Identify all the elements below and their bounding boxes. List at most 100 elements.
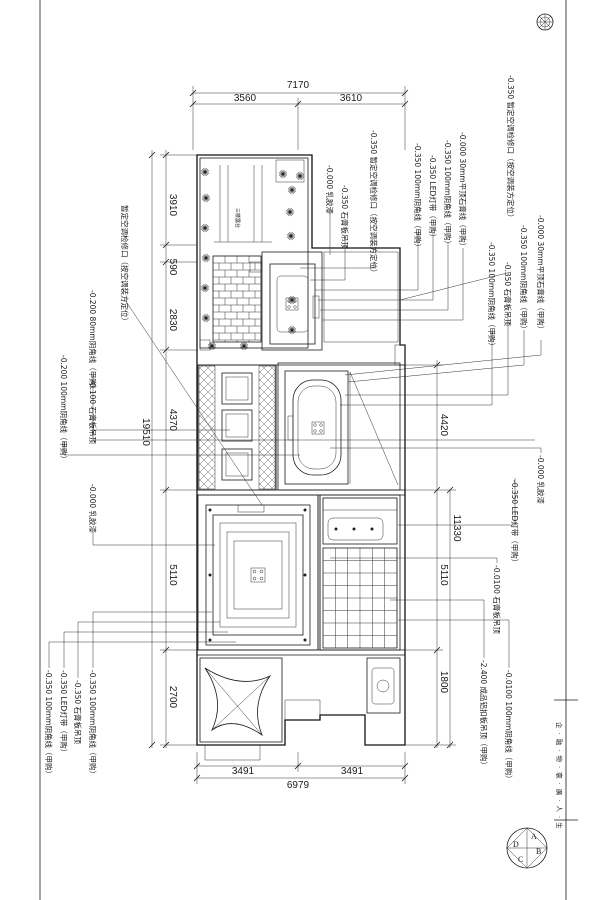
dim-left-4: 4370 <box>167 409 178 432</box>
dim-bottom-total: 6979 <box>287 780 310 791</box>
leader-line <box>315 233 419 291</box>
wall-stub <box>249 261 263 273</box>
oval-ceiling-frame <box>284 370 349 485</box>
plant-icon <box>287 185 297 195</box>
plant-icon <box>201 193 211 203</box>
annotation: -0.350 LED灯带（甲购） <box>510 480 520 566</box>
annotation: -0.350 石膏板吊顶 <box>340 185 350 250</box>
ceiling-frame-5 <box>233 540 283 610</box>
ceiling-frame-3 <box>219 522 297 628</box>
floor-plan: 三楼露台 <box>196 154 406 761</box>
dim-right-2: 5110 <box>438 564 449 586</box>
plant-icon <box>285 207 295 217</box>
terrace-area: 三楼露台 <box>199 157 309 351</box>
deck-strips <box>214 165 272 243</box>
leader-line <box>318 232 434 301</box>
annotation: -0.350 100mm阴角线（甲购） <box>413 143 423 251</box>
middle-right-room <box>277 362 401 491</box>
dim-left-1: 3910 <box>167 194 178 217</box>
vanity-ceiling-inner <box>327 517 384 541</box>
dim-left-5: 5110 <box>167 564 178 586</box>
ac-access-panel <box>312 295 320 319</box>
annotation: -0.0100 100mm阴角线（甲购） <box>504 670 514 783</box>
annotation: -0.350 LED灯带（甲购） <box>59 670 69 756</box>
plant-icon <box>287 295 297 305</box>
annotation: -0.350 100mm阴角线（甲购） <box>519 225 529 333</box>
annotation: -0.350 石膏板吊顶 <box>503 262 513 327</box>
dim-bottom-right: 3491 <box>341 766 364 777</box>
leader-line <box>320 243 449 311</box>
compass-letter-a: A <box>531 832 537 841</box>
dim-top-total: 7170 <box>287 80 310 91</box>
leader-line <box>300 262 375 269</box>
leader-line <box>347 330 525 383</box>
bottom-dimension-group: 3491 3491 6979 <box>193 752 409 791</box>
plant-icon <box>201 313 211 323</box>
plant-icon <box>287 325 297 335</box>
small-utility-room <box>366 657 401 714</box>
annotation: 暂定空调检修口（按空调装方定位） <box>120 205 130 325</box>
plant-icon <box>200 167 210 177</box>
left-dimension-group: 3910 590 2830 19510 4370 5110 2700 <box>140 150 197 749</box>
annotation: -0.350 100mm阴角线（甲购） <box>88 670 98 778</box>
right-dimension-group: 4420 11330 5110 1800 <box>405 360 462 749</box>
leader-line <box>63 631 228 668</box>
logo-seal-icon <box>536 13 554 31</box>
building-outline <box>196 154 406 746</box>
upper-room-inner-frame <box>276 275 309 333</box>
plant-icon <box>278 169 288 179</box>
plant-icon <box>200 223 210 233</box>
interior-walls <box>197 364 405 656</box>
planter-box <box>275 159 305 183</box>
middle-left-room <box>197 364 277 491</box>
top-dimension-group: 7170 3560 3610 <box>189 80 409 150</box>
annotation: -0.350 100mm阴角线（甲购） <box>44 670 54 778</box>
leader-line <box>310 240 346 281</box>
leader-line <box>48 641 236 668</box>
plant-icon <box>201 253 211 263</box>
extension-line <box>405 364 456 746</box>
annotation: -0.350 暂定空调检修口（按空调装方定位） <box>506 75 516 222</box>
leader-line <box>63 442 300 456</box>
ceiling-panel <box>221 372 253 405</box>
leader-line <box>92 532 215 546</box>
vanity-strip <box>322 497 398 511</box>
leader-line <box>124 299 263 506</box>
plant-icon <box>207 341 217 351</box>
diagonal-line <box>349 371 399 486</box>
leader-line <box>390 599 485 658</box>
dim-right-total: 11330 <box>451 514 462 542</box>
upper-room-ceiling-frame <box>269 263 316 345</box>
leader-line <box>398 478 516 526</box>
annotation: -0.350 LED灯带（甲购） <box>428 155 438 241</box>
plant-icon <box>295 171 305 181</box>
hatched-border-right <box>258 365 276 490</box>
leader-line <box>92 611 212 668</box>
leader-line <box>330 447 542 453</box>
leader-line <box>92 375 535 441</box>
plant-icon <box>239 341 249 351</box>
annotation: -0.000 乳胶漆 <box>88 484 98 534</box>
dim-left-6: 2700 <box>167 686 178 709</box>
stair-void <box>323 251 399 343</box>
dim-top-left: 3560 <box>234 93 257 104</box>
leader-line <box>77 621 220 678</box>
lower-left-room <box>197 494 319 651</box>
ceiling-frame-1 <box>205 504 311 646</box>
compass-letter-b: B <box>536 847 541 856</box>
leader-line <box>344 340 542 376</box>
leader-line <box>398 619 510 668</box>
ceiling-panel <box>221 448 253 481</box>
leader-line <box>345 318 509 396</box>
ac-access-panel <box>237 504 265 513</box>
room-label-terrace: 三楼露台 <box>234 208 241 228</box>
ceiling-panel-inner <box>225 376 249 401</box>
leader-lines <box>48 208 542 678</box>
compass-icon: A B C D <box>506 827 548 869</box>
lower-right-room <box>319 494 401 651</box>
aluminum-ceiling-grid <box>322 547 398 649</box>
leader-line <box>399 271 512 301</box>
leader-line <box>330 557 498 563</box>
title-block: 企 · 融 · 物 · 寰 · 廣 · 人 · 生 <box>554 699 578 830</box>
